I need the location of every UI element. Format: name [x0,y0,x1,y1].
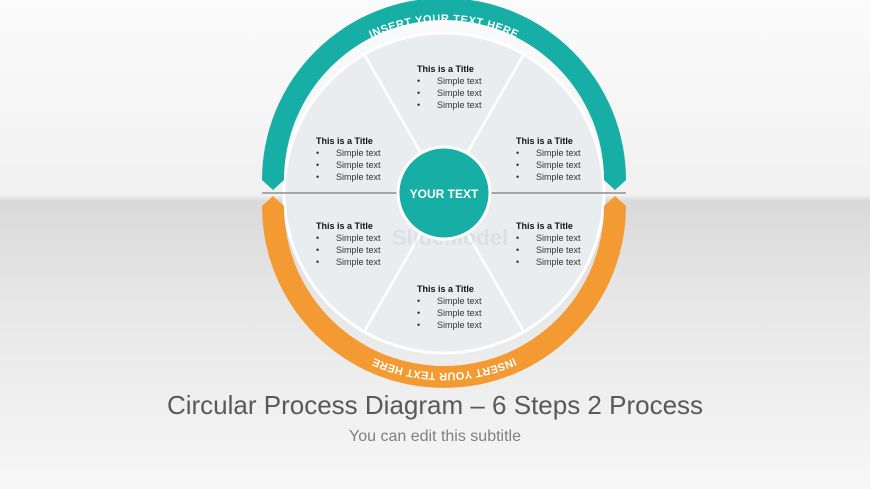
slide-title: Circular Process Diagram – 6 Steps 2 Pro… [166,390,704,420]
step-upper-right: This is a Title Simple textSimple textSi… [516,135,581,183]
step-top: This is a Title Simple textSimple textSi… [417,63,482,111]
step-item: Simple text [516,256,581,268]
step-title: This is a Title [316,221,373,231]
step-title: This is a Title [516,221,573,231]
step-item: Simple text [316,244,381,256]
step-item: Simple text [516,171,581,183]
bottom-arc [262,196,626,388]
step-item: Simple text [316,147,381,159]
step-item: Simple text [316,171,381,183]
step-item: Simple text [516,159,581,171]
step-item: Simple text [417,319,482,331]
step-title: This is a Title [516,136,573,146]
step-title: This is a Title [417,64,474,74]
step-item: Simple text [417,307,482,319]
top-arc [262,0,626,190]
step-item: Simple text [316,232,381,244]
step-lower-left: This is a Title Simple textSimple textSi… [316,220,381,268]
step-title: This is a Title [417,284,474,294]
step-item: Simple text [417,87,482,99]
step-item: Simple text [316,159,381,171]
step-item: Simple text [316,256,381,268]
step-title: This is a Title [316,136,373,146]
step-item: Simple text [516,244,581,256]
center-label: YOUR TEXT [410,187,479,201]
step-upper-left: This is a Title Simple textSimple textSi… [316,135,381,183]
center-circle [396,145,492,241]
step-item: Simple text [516,147,581,159]
step-lower-right: This is a Title Simple textSimple textSi… [516,220,581,268]
step-item: Simple text [417,75,482,87]
step-item: Simple text [417,295,482,307]
slide-subtitle: You can edit this subtitle [349,428,521,445]
step-bottom: This is a Title Simple textSimple textSi… [417,283,482,331]
step-item: Simple text [516,232,581,244]
step-item: Simple text [417,99,482,111]
